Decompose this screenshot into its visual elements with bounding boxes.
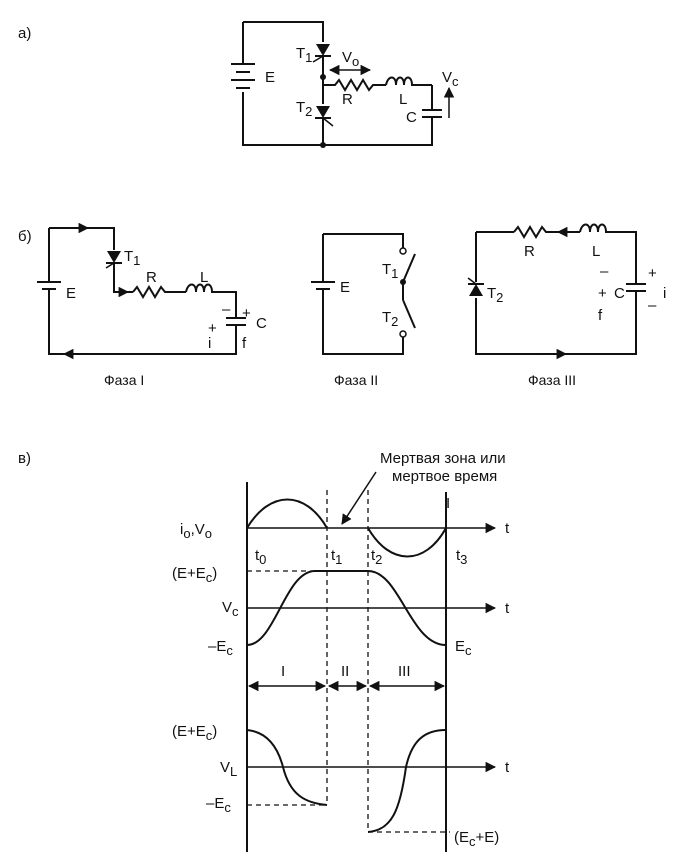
label-p3-c: C — [614, 285, 625, 302]
inductor-a — [385, 76, 432, 86]
circuit-phase-1: T1 R L E + – C + i f Фаза I — [37, 222, 267, 388]
current-marker: I — [446, 495, 450, 512]
label-vl-bottom: (Ec+E) — [454, 829, 499, 849]
curve-vc — [246, 570, 447, 646]
label-p1-t1: T1 — [124, 248, 140, 268]
label-p3-l: L — [592, 243, 600, 260]
label-t1: t1 — [331, 547, 342, 567]
resistor-a — [323, 78, 386, 92]
label-p1-f: f — [242, 335, 247, 352]
label-p2-t1: T1 — [382, 261, 398, 281]
label-vl: VL — [220, 759, 237, 779]
thyristor-t2-a — [316, 106, 330, 118]
circuit-phase-2: E T1 T2 Фаза II — [311, 233, 416, 388]
label-p1-i: i — [208, 335, 211, 352]
label-a-vo: Vo — [342, 49, 359, 69]
label-p1-plus-top: + — [242, 305, 251, 322]
annotation-arrow — [341, 471, 377, 525]
annotation-line2: мертвое время — [392, 468, 497, 485]
panel-label-v: в) — [18, 450, 31, 467]
curve-vl-phase1 — [246, 729, 328, 806]
timing-graphs: Мертвая зона или мертвое время t io,Vo I… — [172, 450, 510, 852]
wire-a-left-bottom — [242, 92, 324, 146]
axis-t-3: t — [505, 759, 510, 776]
label-p1-r: R — [146, 269, 157, 286]
inductor-phase1 — [185, 283, 237, 318]
wire-a-top — [243, 21, 324, 42]
label-p3-r: R — [524, 243, 535, 260]
label-vc: Vc — [222, 599, 239, 619]
caption-phase2: Фаза II — [334, 372, 378, 388]
caption-phase3: Фаза III — [528, 372, 576, 388]
label-t2: t2 — [371, 547, 382, 567]
axis-t-1: t — [505, 520, 510, 537]
label-vl-neg-ec: –Ec — [206, 795, 231, 815]
label-p3-t2: T2 — [487, 285, 503, 305]
annotation-line1: Мертвая зона или — [380, 450, 506, 467]
label-t0: t0 — [255, 547, 266, 567]
label-p1-minus-top: – — [222, 301, 231, 318]
label-vl-top: (E+Ec) — [172, 723, 217, 743]
label-a-source: E — [265, 69, 275, 86]
caption-phase1: Фаза I — [104, 372, 144, 388]
label-p1-e: E — [66, 285, 76, 302]
switch-t1-phase2 — [402, 253, 416, 283]
label-a-t2: T2 — [296, 99, 312, 119]
label-a-c: C — [406, 109, 417, 126]
label-phase-i: I — [281, 663, 285, 680]
label-p3-f: f — [598, 307, 603, 324]
panel-label-b: б) — [18, 228, 32, 245]
thyristor-t2-phase3 — [469, 284, 483, 296]
circuit-phase-3: R L T2 + – – + C i f Фаза III — [467, 223, 666, 388]
label-a-t1: T1 — [296, 45, 312, 65]
label-t3: t3 — [456, 547, 467, 567]
label-p1-plus-left: + — [208, 320, 217, 337]
label-a-l: L — [399, 91, 407, 108]
curve-io-positive — [246, 498, 328, 529]
label-p3-minus-right: – — [648, 297, 657, 314]
circuit-a: E T1 T2 Vo R L C Vc — [231, 21, 459, 148]
label-phase-iii: III — [398, 663, 411, 680]
resistor-phase3 — [513, 225, 580, 239]
label-p1-l: L — [200, 269, 208, 286]
label-p2-e: E — [340, 279, 350, 296]
label-p3-plus-left: + — [598, 285, 607, 302]
label-ee-top: (E+Ec) — [172, 565, 217, 585]
label-phase-ii: II — [341, 663, 349, 680]
label-p2-t2: T2 — [382, 309, 398, 329]
label-io-vo: io,Vo — [180, 521, 212, 541]
label-p3-plus-right: + — [648, 265, 657, 282]
label-neg-ec: –Ec — [208, 638, 233, 658]
label-ec-right: Ec — [455, 638, 472, 658]
curve-vl-phase3 — [367, 729, 447, 833]
thyristor-t1-a — [316, 44, 330, 56]
resistor-phase1 — [132, 285, 186, 299]
label-a-r: R — [342, 91, 353, 108]
label-p3-minus-left: – — [600, 263, 609, 280]
inductor-phase3 — [579, 223, 637, 284]
curve-io-negative — [367, 527, 447, 558]
label-p1-c: C — [256, 315, 267, 332]
axis-t-2: t — [505, 600, 510, 617]
panel-label-a: а) — [18, 25, 31, 42]
label-p3-i: i — [663, 285, 666, 302]
thyristor-t1-phase1 — [107, 251, 121, 263]
label-a-vc: Vc — [442, 69, 459, 89]
switch-t2-phase2 — [402, 299, 416, 329]
